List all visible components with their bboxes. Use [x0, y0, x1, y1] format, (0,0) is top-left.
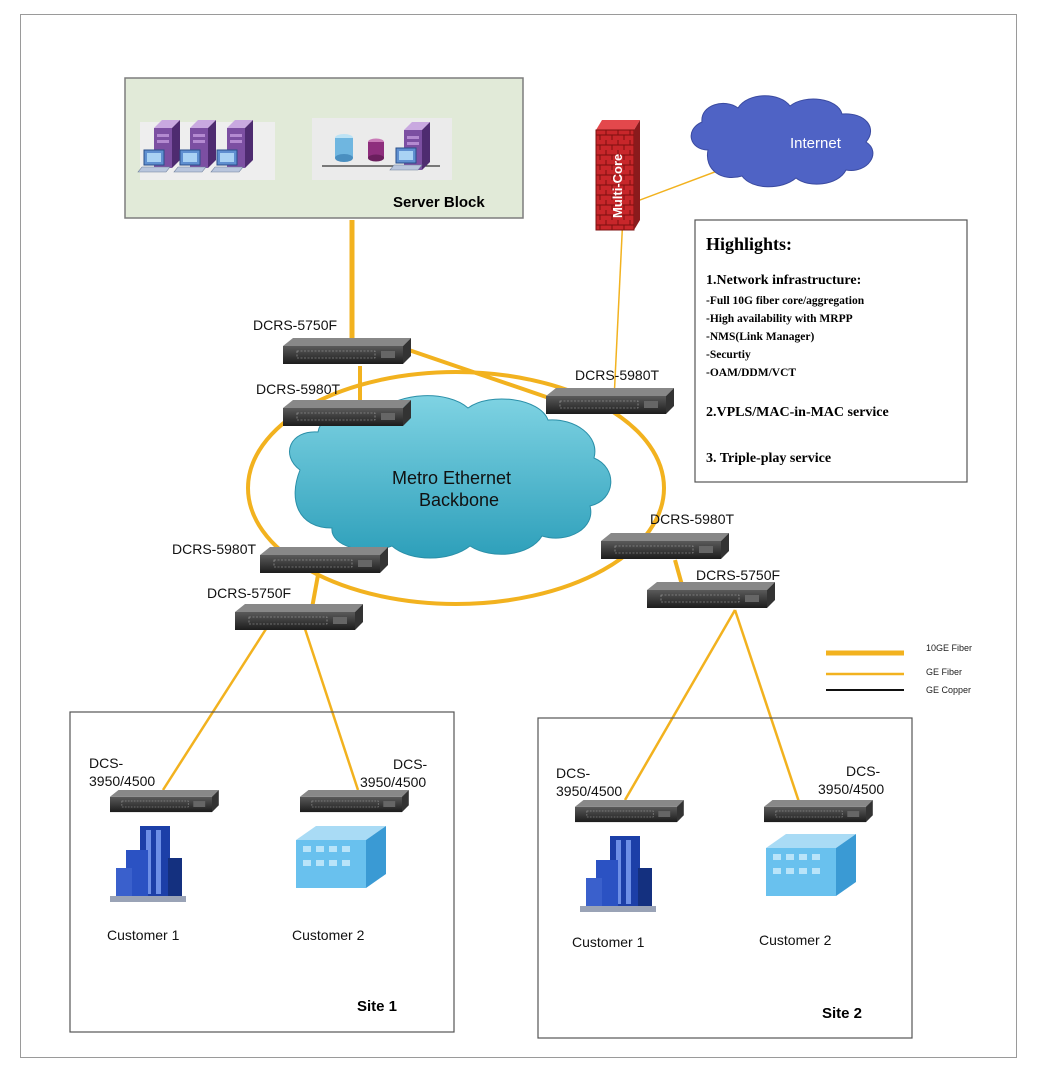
highlight-bullet: -Full 10G fiber core/aggregation [706, 295, 865, 307]
building-block-icon [766, 834, 856, 896]
link-site2-left [623, 609, 737, 801]
building-tower-icon [110, 826, 186, 902]
diagram-frame [20, 14, 1017, 1058]
site-switch-left-line2: 3950/4500 [89, 773, 155, 789]
customer-label: Customer 1 [107, 927, 180, 943]
site-2: DCS- 3950/4500 DCS- 3950/4500 Customer 1… [537, 717, 913, 1039]
customer-label: Customer 1 [572, 934, 645, 950]
link-site1-right [303, 628, 360, 791]
link-left-agg [310, 574, 320, 609]
site-switch-right-line2: 3950/4500 [818, 781, 884, 797]
internet-label: Internet [790, 135, 842, 152]
internet-cloud: Internet [690, 95, 874, 188]
site-1: DCS- 3950/4500 DCS- 3950/4500 Customer 1… [69, 711, 455, 1033]
switch-label: DCRS-5980T [172, 541, 256, 557]
switch-label: DCRS-5980T [575, 367, 659, 383]
link-site2-right [733, 609, 802, 806]
firewall-label: Multi-Core [610, 154, 625, 218]
cloud-line2: Backbone [419, 490, 499, 510]
site-label: Site 1 [357, 998, 397, 1015]
switch-label: DCRS-5980T [650, 511, 734, 527]
highlight-bullet: -NMS(Link Manager) [706, 331, 814, 343]
switch-core-5980-top-left: DCRS-5980T [256, 381, 412, 427]
storage-icons [322, 122, 440, 171]
switch-agg-5750-left: DCRS-5750F [207, 585, 364, 631]
highlight-bullet: -High availability with MRPP [706, 313, 853, 325]
site-switch-left-line1: DCS- [89, 755, 124, 771]
highlights-section3: 3. Triple-play service [706, 451, 831, 466]
site-switch-left-line2: 3950/4500 [556, 783, 622, 799]
legend-label: GE Copper [926, 685, 971, 695]
cloud-line1: Metro Ethernet [392, 468, 511, 488]
switch-agg-5980-left: DCRS-5980T [172, 541, 389, 574]
customer-label: Customer 2 [292, 927, 365, 943]
customer-label: Customer 2 [759, 932, 832, 948]
link-site1-left [161, 628, 268, 791]
link-right-agg [673, 559, 684, 586]
server-block: Server Block [124, 77, 524, 219]
switch-core-5750-top: DCRS-5750F [253, 317, 412, 365]
site-switch-right-line2: 3950/4500 [360, 774, 426, 790]
legend-label: GE Fiber [926, 667, 962, 677]
metro-ring [246, 370, 666, 606]
highlight-bullet: -Securtiy [706, 349, 751, 361]
server-rack-icons [137, 120, 253, 173]
highlights-section2: 2.VPLS/MAC-in-MAC service [706, 405, 889, 420]
switch-label: DCRS-5750F [696, 567, 780, 583]
highlights-panel: Highlights: 1.Network infrastructure: -F… [694, 219, 968, 483]
switch-label: DCRS-5750F [207, 585, 291, 601]
site-switch-left-line1: DCS- [556, 765, 591, 781]
links [161, 154, 802, 806]
site-label: Site 2 [822, 1005, 862, 1022]
server-block-label: Server Block [393, 194, 485, 211]
highlights-title: Highlights: [706, 234, 792, 254]
switch-agg-5750-right: DCRS-5750F [646, 567, 780, 609]
site-switch-right-line1: DCS- [846, 763, 881, 779]
switch-core-5980-top-right: DCRS-5980T [545, 367, 675, 415]
site-switch-right-line1: DCS- [393, 756, 428, 772]
highlight-bullet: -OAM/DDM/VCT [706, 367, 796, 379]
legend: 10GE Fiber GE Fiber GE Copper [826, 643, 972, 695]
building-tower-icon [580, 836, 656, 912]
switch-label: DCRS-5750F [253, 317, 337, 333]
link-firewall-switch [613, 214, 624, 401]
legend-label: 10GE Fiber [926, 643, 972, 653]
switch-label: DCRS-5980T [256, 381, 340, 397]
switch-agg-5980-right: DCRS-5980T [600, 511, 734, 560]
building-block-icon [296, 826, 386, 888]
highlights-section1: 1.Network infrastructure: [706, 273, 861, 288]
firewall: Multi-Core [595, 120, 640, 231]
